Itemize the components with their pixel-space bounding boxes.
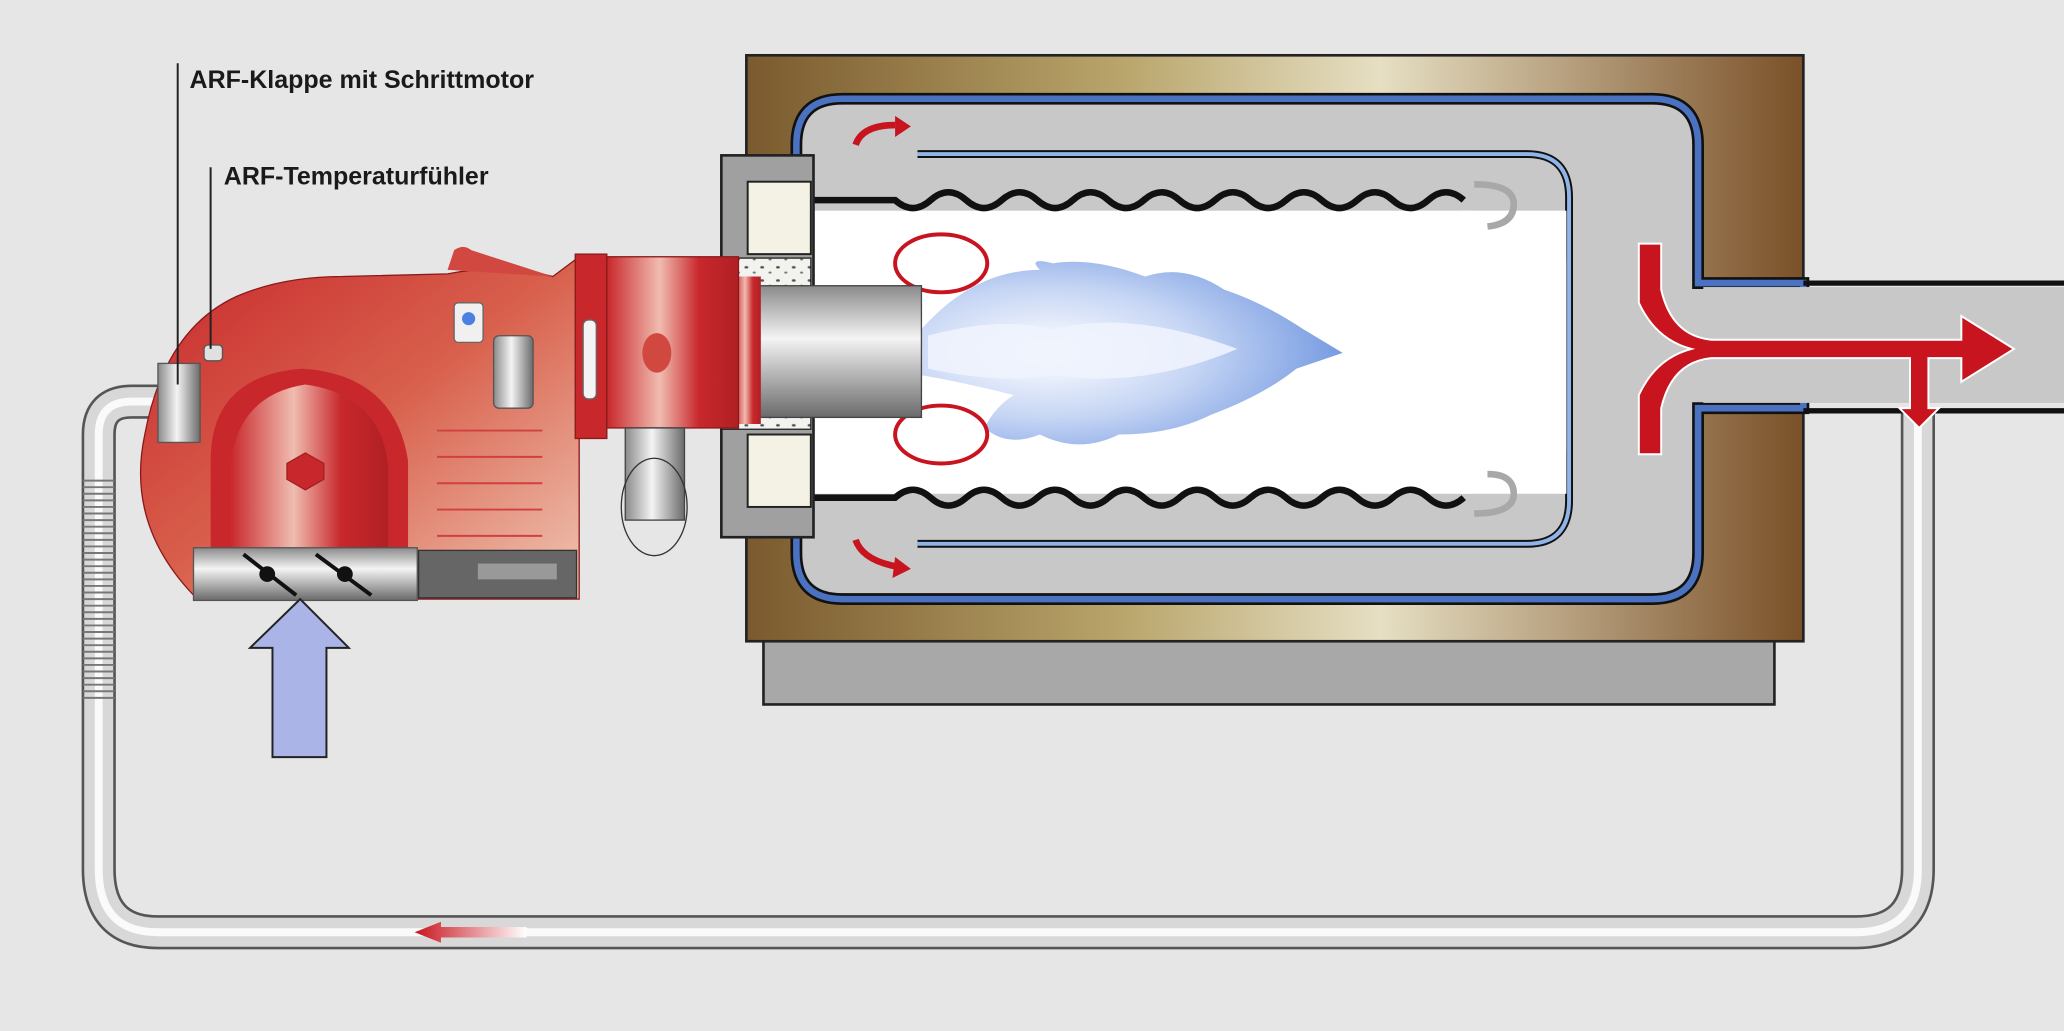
ignition-transformer [492, 335, 534, 409]
swirl-arrows [852, 121, 990, 570]
combustion-air-arrow [247, 597, 352, 759]
sensor-label: ARF-Temperaturfühler [224, 162, 489, 190]
corrugated-tube-top [809, 188, 1466, 212]
corrugated-tube-bottom [809, 486, 1466, 509]
temperature-sensor [203, 344, 224, 362]
air-damper-housing [192, 547, 418, 602]
recirculation-pipe [81, 384, 1936, 950]
damper-stepper-motor [157, 362, 201, 444]
damper-label: ARF-Klappe mit Schrittmotor [190, 66, 535, 94]
boiler-base [762, 630, 1776, 706]
oil-pump [624, 427, 686, 521]
recirculation-flow-arrow [414, 921, 527, 943]
blast-tube [749, 285, 923, 419]
exhaust-gas-arrow [1637, 242, 2016, 456]
flexible-hose-bellows [82, 479, 115, 699]
burner [139, 246, 740, 602]
return-flow-arrows [1474, 181, 1518, 517]
